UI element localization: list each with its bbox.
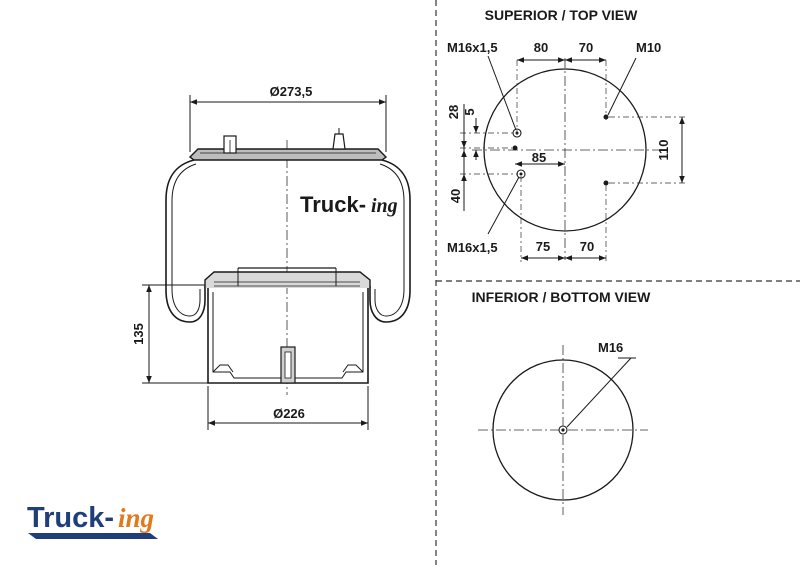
top-plate-outline: [483, 68, 647, 232]
dim-110: 110: [656, 140, 671, 161]
brand-logo-suffix: ing: [118, 503, 154, 533]
thread-lower-label: M16x1,5: [447, 240, 498, 255]
bellow-left-inner: [171, 163, 201, 317]
top-view: SUPERIOR / TOP VIEW: [446, 7, 686, 262]
height-label: 135: [131, 323, 146, 345]
bellow-right-outer: [369, 159, 411, 323]
bellow-left-outer: [165, 159, 206, 323]
bellow-logo-suffix: ing: [371, 195, 398, 217]
dim-40: 40: [448, 189, 463, 203]
bellow-right-inner: [374, 163, 405, 317]
bellow-logo-main: Truck-: [300, 192, 366, 217]
dim-bottom-left: 75: [536, 239, 550, 254]
brand-logo-main: Truck-: [27, 502, 114, 534]
leader-bottom-thread: [566, 357, 632, 428]
dim-85: 85: [532, 150, 546, 165]
dim-bottom-right: 70: [580, 239, 594, 254]
leader-thread-right: [607, 57, 637, 116]
dim-top-right: 70: [579, 40, 593, 55]
top-plate: [188, 148, 388, 161]
dim-bottom-diameter: [207, 386, 369, 430]
dim-5: 5: [462, 108, 477, 115]
thread-right-label: M10: [636, 40, 661, 55]
thread-upper-label: M16x1,5: [447, 40, 498, 55]
top-hole-lower-right: [603, 180, 609, 186]
top-view-title: SUPERIOR / TOP VIEW: [485, 7, 639, 23]
bottom-view: INFERIOR / BOTTOM VIEW M16: [472, 289, 651, 515]
leader-thread-lower: [487, 176, 520, 235]
bottom-thread-label: M16: [598, 340, 623, 355]
bellow-logo: Truck- ing: [300, 192, 398, 217]
piston-cap: [204, 271, 371, 288]
top-stud-right: [332, 133, 346, 150]
brand-logo-underline: [28, 533, 158, 539]
leader-thread-upper: [487, 55, 517, 131]
top-diameter-label: Ø273,5: [270, 84, 313, 99]
section-dividers: [435, 0, 800, 565]
dim-top-left: 80: [534, 40, 548, 55]
side-view: Truck- ing Ø273,5 Ø226 135: [131, 84, 411, 430]
brand-logo: Truck- ing: [27, 502, 158, 539]
bottom-view-title: INFERIOR / BOTTOM VIEW: [472, 289, 651, 305]
dim-height: [142, 284, 208, 384]
dim-left-column: [461, 104, 479, 211]
top-hole-center-left: [512, 145, 518, 151]
bottom-diameter-label: Ø226: [273, 406, 305, 421]
dim-28: 28: [446, 105, 461, 119]
dim-top-diameter: [189, 95, 387, 152]
